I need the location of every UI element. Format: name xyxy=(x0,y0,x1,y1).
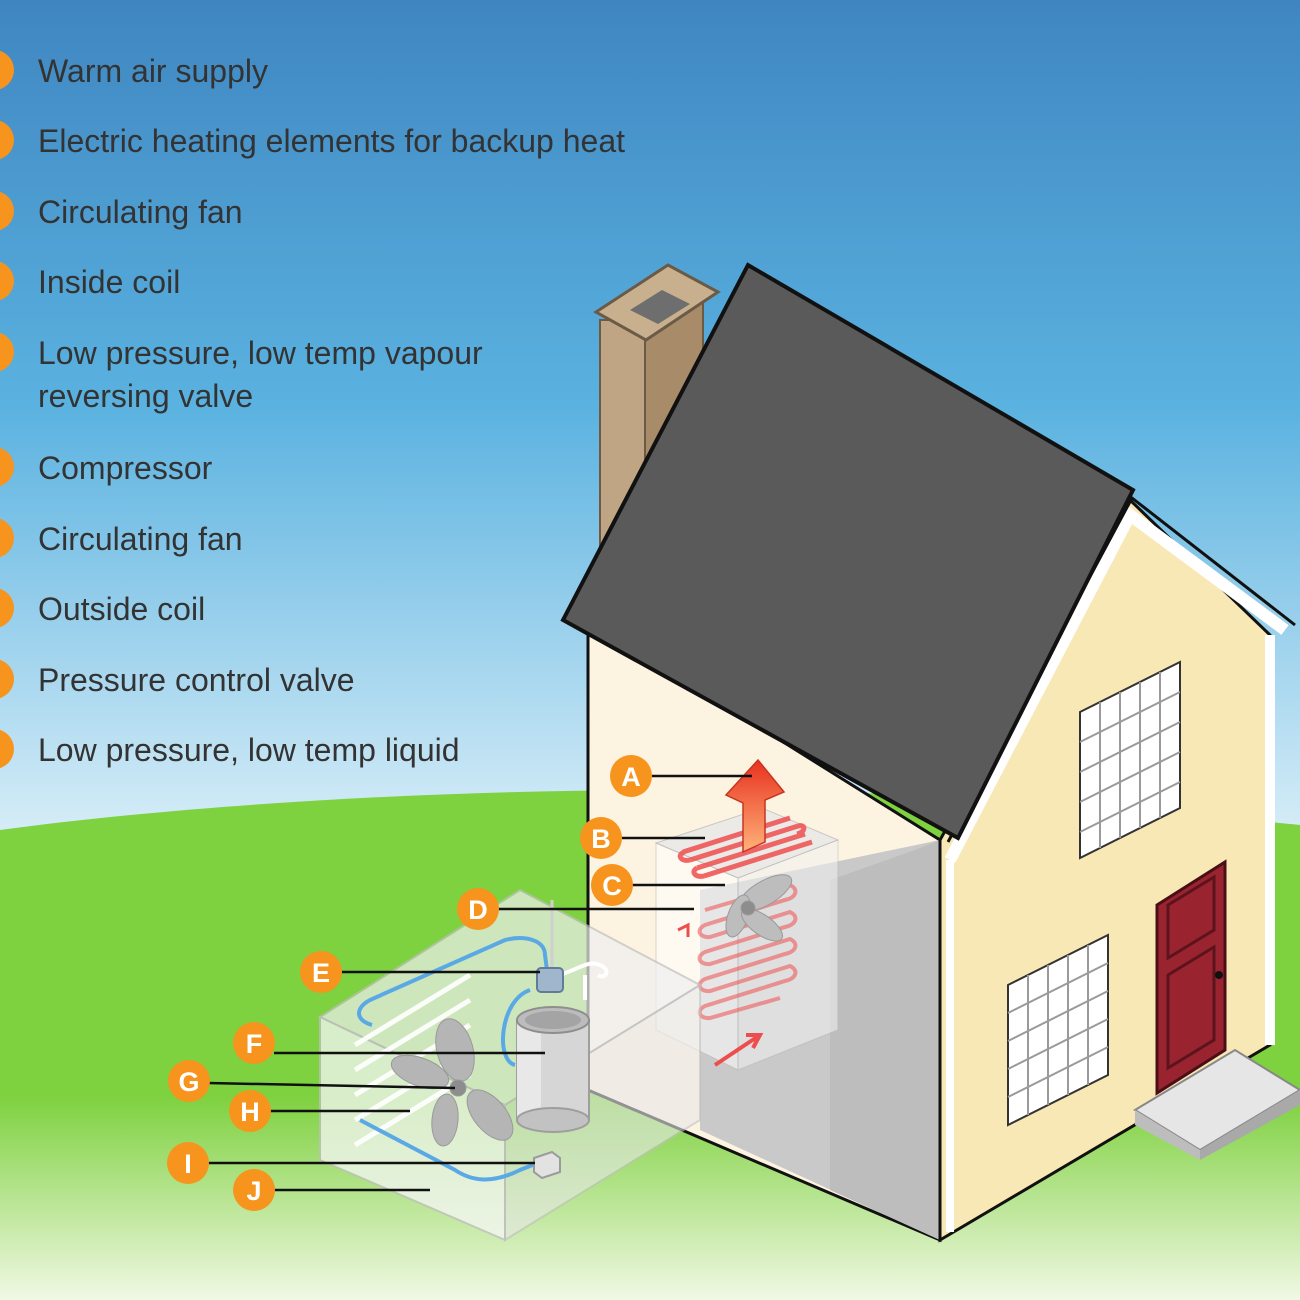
svg-text:A: A xyxy=(621,762,641,792)
up-arrow-icon xyxy=(724,758,786,854)
callout-H: H xyxy=(229,1090,271,1132)
callout-B: B xyxy=(580,817,622,859)
legend-label: Outside coil xyxy=(38,591,206,627)
svg-text:H: H xyxy=(240,1097,260,1127)
callout-C: C xyxy=(591,864,633,906)
legend-label: Inside coil xyxy=(38,264,181,300)
svg-text:B: B xyxy=(591,824,611,854)
legend-label: Circulating fan xyxy=(38,194,243,230)
legend-label: Compressor xyxy=(38,450,213,486)
svg-text:I: I xyxy=(184,1149,192,1179)
orange-circle-icon xyxy=(0,447,14,487)
outdoor-unit xyxy=(317,888,703,1242)
reversing-valve xyxy=(536,967,564,993)
leader-lines xyxy=(207,774,752,1192)
orange-circle-icon xyxy=(0,518,14,558)
orange-circle-icon xyxy=(0,261,14,301)
legend-label: Pressure control valve xyxy=(38,662,355,698)
legend-label: Electric heating elements for backup hea… xyxy=(38,123,625,159)
orange-circle-icon xyxy=(0,50,14,90)
callout-J: J xyxy=(233,1169,275,1211)
window-upper xyxy=(1079,660,1181,860)
orange-circle-icon xyxy=(0,191,14,231)
legend-label: Circulating fan xyxy=(38,521,243,557)
orange-circle-icon xyxy=(0,659,14,699)
inside-coil xyxy=(697,882,798,1021)
legend-label: Warm air supply xyxy=(38,53,268,89)
svg-text:F: F xyxy=(246,1029,263,1059)
pressure-control-valve xyxy=(533,1150,561,1180)
refrigerant-line xyxy=(357,936,550,1182)
fan-icon xyxy=(725,874,793,942)
window-lower xyxy=(1007,933,1109,1127)
roof xyxy=(560,262,1136,841)
legend-label: Low pressure, low temp liquid xyxy=(38,732,460,768)
orange-circle-icon xyxy=(0,729,14,769)
svg-text:J: J xyxy=(246,1176,261,1206)
svg-text:E: E xyxy=(312,958,330,988)
orange-circle-icon xyxy=(0,588,14,628)
orange-circle-icon xyxy=(0,120,14,160)
legend: Warm air supply Electric heating element… xyxy=(0,0,760,800)
outdoor-fan xyxy=(390,1018,514,1147)
callout-A: A xyxy=(610,755,652,797)
callout-E: E xyxy=(300,951,342,993)
svg-text:G: G xyxy=(178,1067,199,1097)
callout-G: G xyxy=(168,1060,210,1102)
callout-I: I xyxy=(167,1142,209,1184)
front-step xyxy=(1133,1048,1300,1160)
callout-D: D xyxy=(457,888,499,930)
compressor xyxy=(516,1006,590,1133)
svg-text:C: C xyxy=(602,871,622,901)
callout-F: F xyxy=(233,1022,275,1064)
orange-circle-icon xyxy=(0,332,14,372)
gable-trim xyxy=(944,505,1289,863)
front-door xyxy=(1155,859,1227,1096)
legend-label: Low pressure, low temp vapour reversing … xyxy=(38,335,483,414)
svg-text:D: D xyxy=(468,895,488,925)
